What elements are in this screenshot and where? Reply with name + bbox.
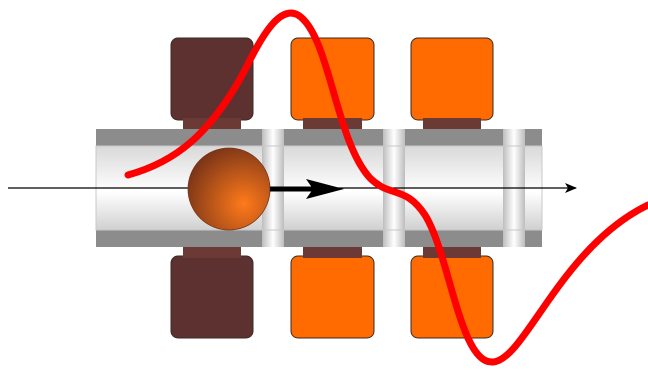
rf-field-wave xyxy=(124,9,648,366)
coil-1 xyxy=(170,37,254,339)
charged-particle-sphere xyxy=(187,147,271,231)
tube-wall-bottom xyxy=(96,230,542,247)
coil-2 xyxy=(290,37,375,339)
coil-3-top xyxy=(410,37,494,121)
coil-1-bottom xyxy=(170,255,254,339)
tube-wall-top xyxy=(96,129,542,146)
coil-2-bottom xyxy=(290,255,375,339)
velocity-arrow xyxy=(270,179,344,199)
coil-necks xyxy=(183,118,481,258)
